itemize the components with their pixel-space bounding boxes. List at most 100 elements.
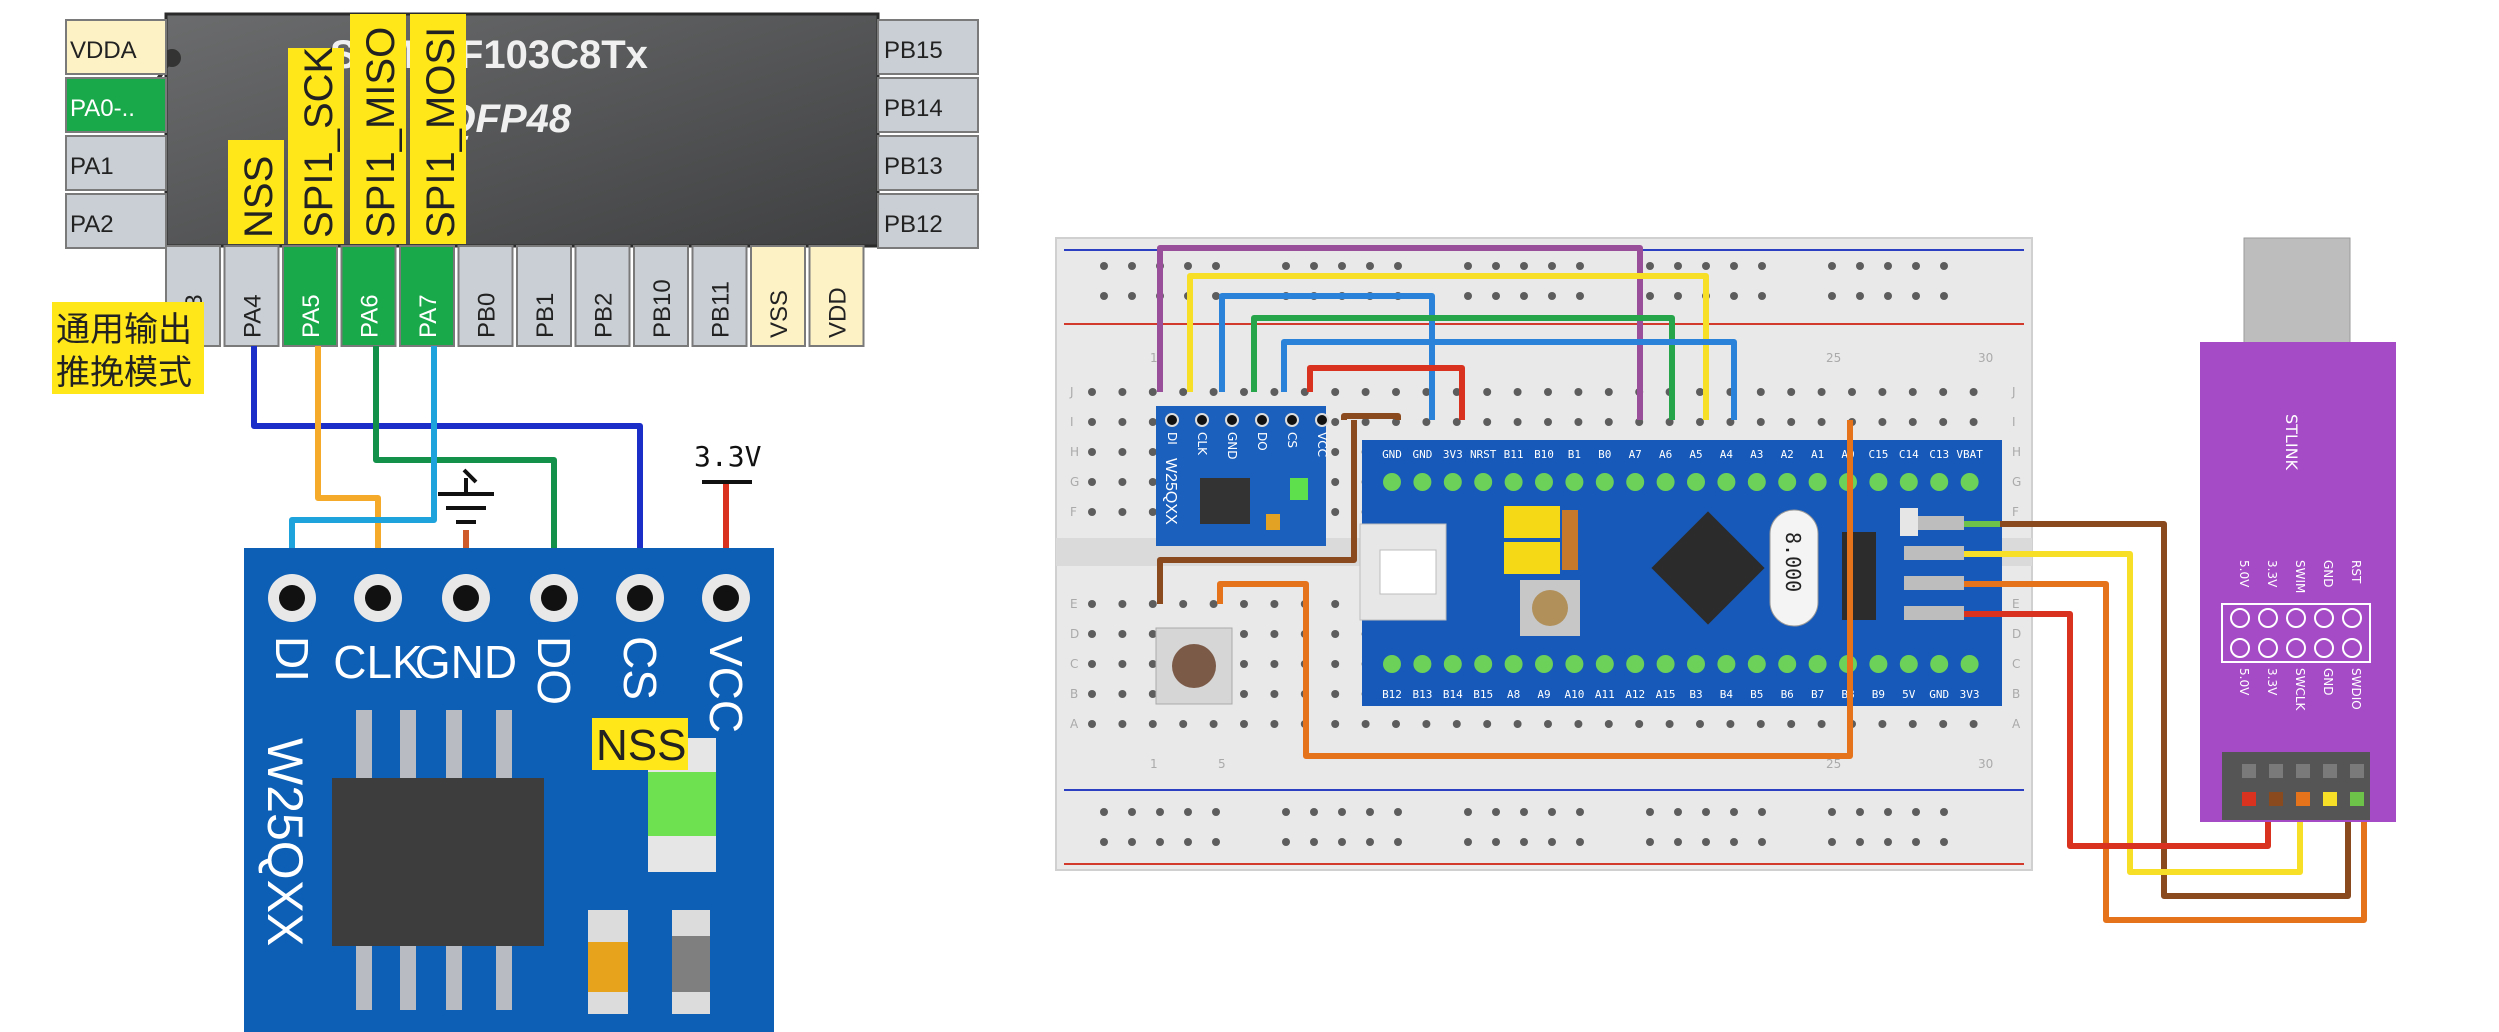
mcu-bottom-label: B9 [1872, 688, 1885, 701]
breadboard-hole [1574, 388, 1583, 396]
breadboard-col-mark: 30 [1978, 351, 1993, 365]
chip-pin-bottom-label: VSS [766, 290, 793, 338]
breadboard-hole [1492, 262, 1500, 270]
swd-wire-orange [1964, 581, 2367, 923]
breadboard-hole [1492, 838, 1500, 846]
chip-pin-left-label: PA1 [70, 153, 114, 180]
bb-module-pin-label: GND [1225, 432, 1239, 460]
breadboard-row-letter: J [2011, 385, 2016, 399]
mcu-pin-bottom [1960, 655, 1979, 673]
breadboard-hole [1674, 808, 1682, 816]
bb-wire-blue1 [1219, 293, 1435, 420]
chip-pin-bottom [340, 245, 397, 347]
gpio-note-line2: 推挽模式 [56, 353, 192, 393]
spi-label-bg [228, 140, 284, 244]
breadboard-hole [1787, 720, 1796, 728]
breadboard-row-letter: F [2012, 505, 2019, 519]
breadboard-hole [1646, 292, 1654, 300]
breadboard-hole [1100, 262, 1108, 270]
stlink-label: RST [2349, 560, 2363, 584]
breadboard-hole [1520, 838, 1528, 846]
chip-pin-bottom [808, 245, 865, 347]
mcu-top-label: A1 [1811, 448, 1824, 461]
breadboard-hole [1548, 292, 1556, 300]
mcu-bottom-label: B13 [1412, 688, 1432, 701]
mcu-top-label: A6 [1659, 448, 1672, 461]
breadboard-hole [1331, 508, 1340, 516]
breadboard-hole [1576, 808, 1584, 816]
breadboard-hole [1394, 808, 1402, 816]
breadboard-hole [1331, 720, 1340, 728]
breadboard-hole [1940, 292, 1948, 300]
chip-pin-bottom [399, 245, 455, 347]
breadboard-hole [1270, 630, 1279, 638]
breadboard-hole [1212, 292, 1220, 300]
breadboard-hole [1635, 720, 1644, 728]
mcu-top-label: GND [1382, 448, 1402, 461]
breadboard-hole [1209, 388, 1218, 396]
breadboard-hole [1148, 690, 1157, 698]
chip-pin-bottom [223, 245, 280, 347]
stlink-header [2222, 752, 2370, 820]
mcu-pin-top [1930, 473, 1949, 491]
supply-label: 3.3V [694, 440, 762, 473]
mcu-pin-bottom [1535, 655, 1553, 673]
breadboard-hole [1156, 838, 1164, 846]
mcu-bottom-label: 3V3 [1960, 688, 1980, 701]
module-pin-hole [279, 585, 305, 611]
breadboard-hole [1118, 660, 1127, 668]
bb-wire-purple [1157, 245, 1643, 420]
breadboard-hole [1270, 600, 1279, 608]
breadboard-hole [1544, 418, 1552, 426]
mcu-top-label: B1 [1568, 448, 1581, 461]
bb-module-pin [1195, 413, 1209, 427]
module-pin-label: CS [614, 636, 666, 700]
breadboard-hole [1828, 838, 1836, 846]
mcu-pin-bottom [1808, 655, 1827, 673]
breadboard-hole [1646, 838, 1654, 846]
mcu-pin-top [1656, 473, 1675, 491]
mcu-pin-bottom [1717, 655, 1736, 673]
breadboard-hole [1604, 388, 1613, 396]
breadboard-hole [1878, 388, 1887, 396]
module-pin-label: GND [415, 636, 517, 688]
breadboard-hole [1100, 808, 1108, 816]
breadboard-hole [1969, 418, 1978, 426]
stlink-label: SWIM [2293, 560, 2307, 593]
breadboard-hole [1361, 720, 1370, 728]
stlink-usb-plug [2243, 237, 2351, 349]
stlink-body [2200, 342, 2396, 822]
breadboard-hole [1758, 838, 1766, 846]
chip-pin-right-label: PB15 [884, 37, 943, 64]
mcu-pin-top [1717, 473, 1736, 491]
breadboard-hole [1282, 838, 1290, 846]
breadboard-hole [1361, 388, 1370, 396]
mcu-bottom-label: B14 [1443, 688, 1463, 701]
breadboard-hole [1604, 418, 1613, 426]
breadboard-row-letter: C [1070, 657, 1078, 671]
module-pin-hole [453, 585, 479, 611]
breadboard-hole [1100, 292, 1108, 300]
breadboard-hole [1884, 838, 1892, 846]
mcu-board-top-pins [1383, 473, 1979, 491]
breadboard-hole [1574, 720, 1583, 728]
breadboard-hole [1730, 838, 1738, 846]
capacitor-icon [588, 910, 628, 1014]
breadboard-hole [1366, 262, 1374, 270]
breadboard-hole [1148, 600, 1157, 608]
mcu-pin-top [1565, 473, 1584, 491]
breadboard-hole [1828, 262, 1836, 270]
chip-pin-bottom-label: PB1 [532, 293, 559, 338]
breadboard-hole [1969, 388, 1978, 396]
bb-module-pin [1285, 413, 1299, 427]
bb-wire-yellow [1187, 273, 1709, 420]
mcu-pin-bottom [1778, 655, 1797, 673]
mcu-top-label: A3 [1750, 448, 1763, 461]
mcu-pin-top [1626, 473, 1645, 491]
stlink-pin-box [2221, 603, 2371, 663]
mcu-pin-top [1535, 473, 1553, 491]
